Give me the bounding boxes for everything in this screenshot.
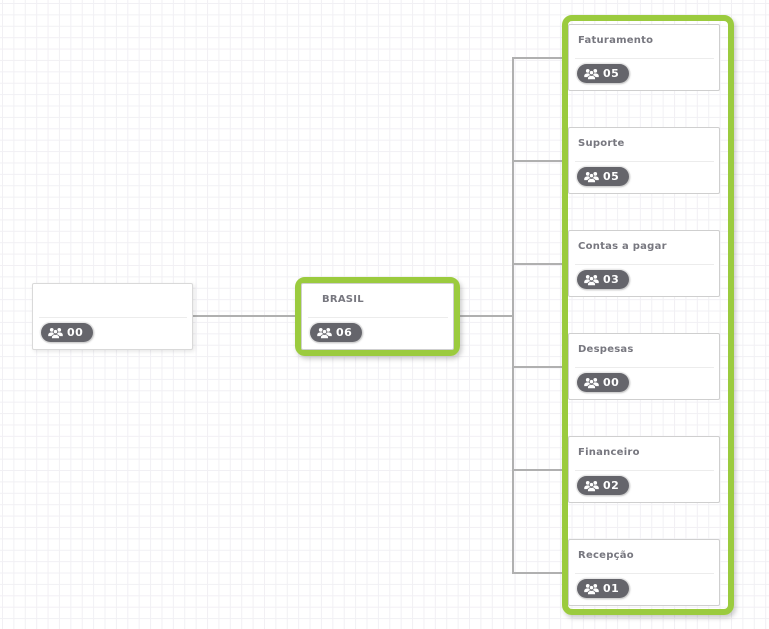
node-title: Suporte [578,138,625,149]
member-count-badge[interactable]: 02 [577,476,630,495]
node-recepcao[interactable]: Recepção 01 [568,539,720,606]
node-title: Despesas [578,344,634,355]
children-group: Faturamento 05 Suporte [568,21,728,609]
node-divider [308,317,448,318]
member-count-badge[interactable]: 00 [577,373,630,392]
users-icon [584,480,599,492]
node-divider [575,573,714,574]
member-count-badge[interactable]: 05 [577,64,630,83]
connector-branch [512,469,563,471]
member-count: 05 [603,67,620,80]
node-financeiro[interactable]: Financeiro 02 [568,436,720,503]
node-despesas[interactable]: Despesas 00 [568,333,720,400]
connector-parent-trunk [460,315,513,317]
node-title: Financeiro [578,447,640,458]
member-count-badge[interactable]: 03 [577,270,630,289]
users-icon [584,171,599,183]
children-group-highlight: Faturamento 05 Suporte [562,15,734,615]
users-icon [48,327,63,339]
member-count-badge[interactable]: 05 [577,167,630,186]
node-brasil[interactable]: BRASIL 06 [295,277,460,356]
node-divider [575,58,714,59]
users-icon [584,583,599,595]
connector-branch [512,263,563,265]
member-count: 03 [603,273,620,286]
users-icon [584,274,599,286]
node-divider [575,264,714,265]
node-divider [575,367,714,368]
connector-branch [512,572,563,574]
node-root[interactable]: 00 [32,283,193,350]
member-count: 00 [67,326,84,339]
member-count: 05 [603,170,620,183]
member-count: 00 [603,376,620,389]
node-card[interactable]: BRASIL 06 [301,283,454,350]
connector-root-parent [193,315,296,317]
member-count: 06 [336,326,353,339]
node-faturamento[interactable]: Faturamento 05 [568,24,720,91]
member-count-badge[interactable]: 01 [577,579,630,598]
node-title: Faturamento [578,35,654,46]
node-title: Contas a pagar [578,241,667,252]
users-icon [317,327,332,339]
connector-branch [512,160,563,162]
node-suporte[interactable]: Suporte 05 [568,127,720,194]
connector-branch [512,366,563,368]
connector-branch [512,57,563,59]
member-count-badge[interactable]: 00 [41,323,94,342]
member-count-badge[interactable]: 06 [310,323,363,342]
member-count: 01 [603,582,620,595]
node-title: Recepção [578,550,634,561]
node-divider [575,470,714,471]
node-contas-a-pagar[interactable]: Contas a pagar 03 [568,230,720,297]
node-divider [575,161,714,162]
node-title: BRASIL [322,294,364,305]
member-count: 02 [603,479,620,492]
users-icon [584,377,599,389]
users-icon [584,68,599,80]
node-divider [39,317,187,318]
connector-trunk [512,57,514,573]
